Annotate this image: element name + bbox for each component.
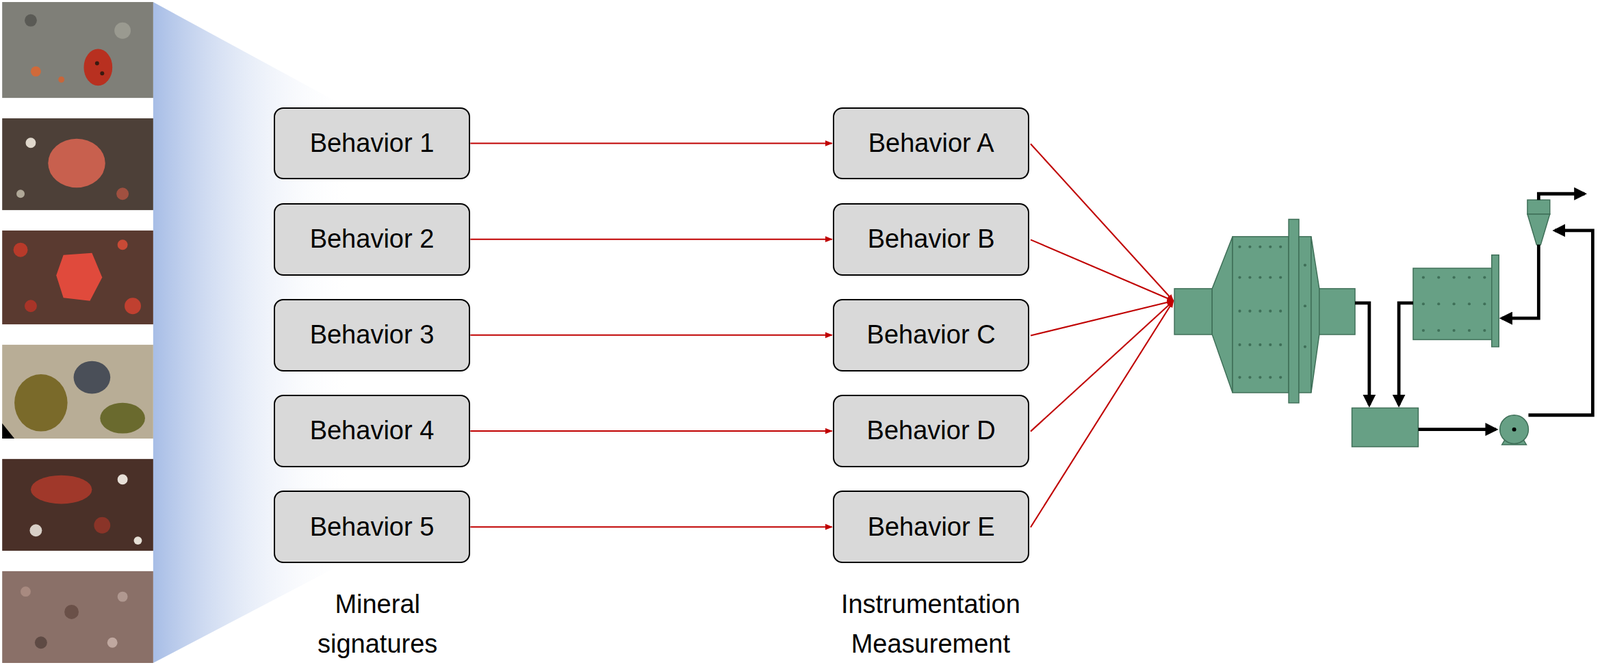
- mill-bolts: [1237, 245, 1516, 432]
- column-label: Instrumentation Measurement: [810, 584, 1051, 664]
- process-box: Behavior E: [832, 490, 1030, 564]
- box-label: Behavior 4: [310, 416, 435, 446]
- rock-photos: [2, 2, 154, 664]
- process-box: Behavior B: [832, 203, 1030, 276]
- box-label: Behavior C: [867, 320, 996, 350]
- box-label: Behavior B: [867, 224, 996, 254]
- box-label: Behavior 2: [310, 224, 435, 254]
- process-box: Behavior 4: [273, 394, 471, 468]
- leader-lines: [1030, 143, 1174, 528]
- box-label: Behavior 5: [310, 512, 435, 543]
- signal-arrow: [470, 430, 832, 432]
- signal-arrow: [470, 526, 832, 528]
- grinding-circuit: [1174, 199, 1551, 447]
- box-label: Behavior D: [867, 416, 996, 446]
- process-box: Behavior A: [832, 107, 1030, 180]
- process-box: Behavior D: [832, 394, 1030, 468]
- process-box: Behavior 5: [273, 490, 471, 564]
- column-label: Mineral signatures: [288, 584, 467, 664]
- signal-arrow: [470, 142, 832, 144]
- signal-arrow: [470, 334, 832, 337]
- process-box: Behavior 2: [273, 203, 471, 276]
- signal-arrow: [470, 238, 832, 241]
- process-box: Behavior C: [832, 299, 1030, 372]
- box-label: Behavior E: [867, 512, 996, 543]
- process-box: Behavior 3: [273, 299, 471, 372]
- process-box: Behavior 1: [273, 107, 471, 180]
- box-label: Behavior 1: [310, 128, 435, 159]
- box-label: Behavior A: [868, 128, 995, 159]
- flow-arrows: [1355, 193, 1593, 430]
- box-label: Behavior 3: [310, 320, 435, 350]
